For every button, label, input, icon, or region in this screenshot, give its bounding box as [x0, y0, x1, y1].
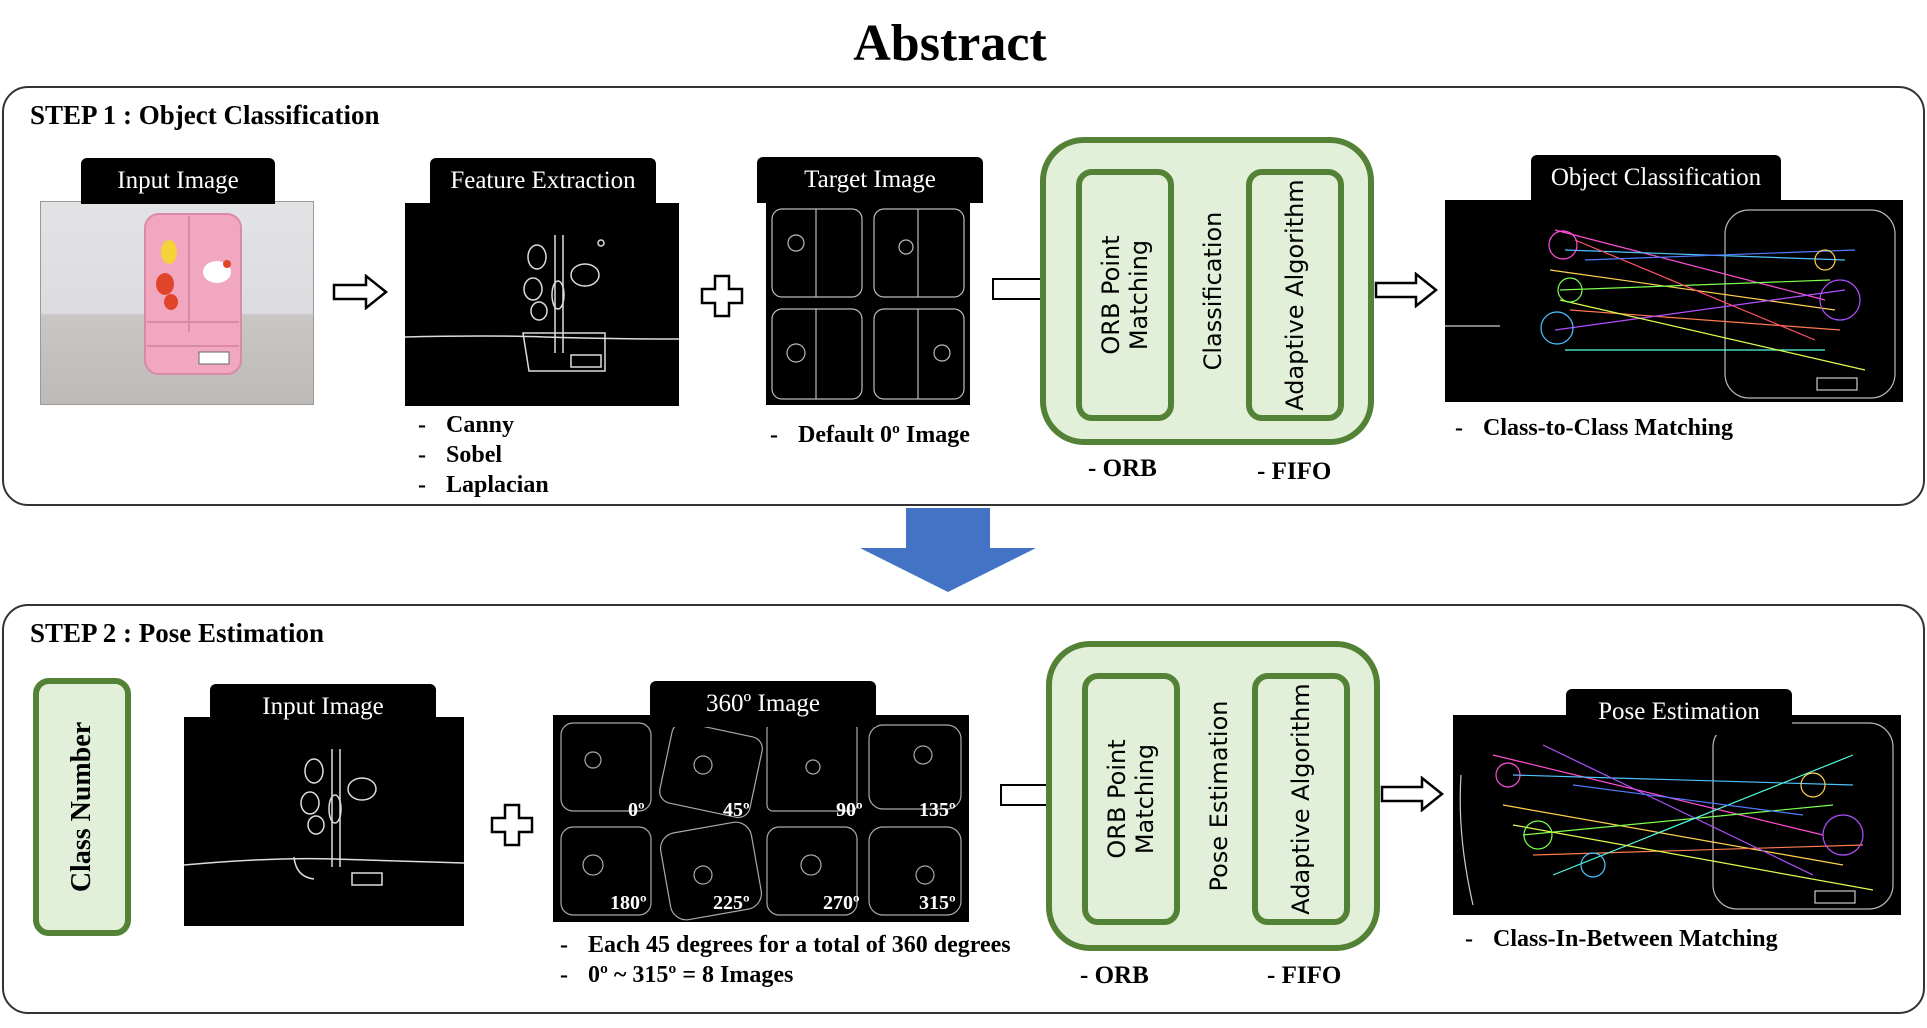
step2-views-bullets: Each 45 degrees for a total of 360 degre…	[560, 930, 1011, 990]
angle-135: 135º	[919, 799, 956, 821]
step1-orb-box: ORB Point Matching	[1076, 169, 1174, 421]
bullet-8-images: 0º ~ 315º = 8 Images	[560, 960, 1011, 990]
step2-title: STEP 2 : Pose Estimation	[30, 618, 325, 648]
bullet-default-image: Default 0º Image	[770, 420, 970, 450]
step2-input-tab: Input Image	[210, 684, 436, 730]
step2-orb-box: ORB Point Matching	[1082, 673, 1180, 925]
step2-class-number-box: Class Number	[33, 678, 131, 936]
step1-orb-label: ORB Point Matching	[1097, 235, 1153, 355]
step2-orb-label: ORB Point Matching	[1103, 739, 1159, 859]
step2-result-bullets: Class-In-Between Matching	[1465, 924, 1778, 954]
step1-arrow-2	[1374, 272, 1438, 308]
step1-classification-box: ORB Point Matching Classification Adapti…	[1040, 137, 1374, 445]
step2-connector-arrow	[1000, 784, 1050, 806]
step2-center-label: Pose Estimation	[1205, 700, 1233, 892]
angle-180: 180º	[610, 892, 647, 914]
step1-adaptive-box: Adaptive Algorithm	[1246, 169, 1344, 421]
angle-90: 90º	[836, 799, 863, 821]
angle-225: 225º	[713, 892, 750, 914]
step1-result-tab: Object Classification	[1531, 155, 1781, 201]
angle-315: 315º	[919, 892, 956, 914]
step1-feature-image	[405, 203, 679, 406]
step2-fifo-note: - FIFO	[1267, 962, 1342, 989]
step1-feature-tab: Feature Extraction	[430, 158, 656, 204]
step2-result-tab: Pose Estimation	[1566, 689, 1792, 735]
step1-feature-bullets: Canny Sobel Laplacian	[418, 410, 549, 500]
step1-connector-arrow	[992, 278, 1042, 300]
step1-title: STEP 1 : Object Classification	[30, 100, 380, 130]
down-arrow	[858, 508, 1038, 599]
step2-views-tab: 360º Image	[650, 681, 876, 727]
step1-fifo-note: - FIFO	[1257, 458, 1332, 485]
step2-input-image	[184, 717, 464, 926]
step2-pose-box: ORB Point Matching Pose Estimation Adapt…	[1046, 641, 1380, 951]
toy-fridge-illustration	[144, 213, 242, 375]
step2-plus	[490, 803, 534, 847]
angle-270: 270º	[823, 892, 860, 914]
step2-class-number-label: Class Number	[66, 721, 97, 893]
step2-views-grid: 0º 45º 90º 135º 180º 225º 270º 315º	[553, 715, 969, 922]
step2-adaptive-label: Adaptive Algorithm	[1287, 683, 1315, 915]
step2-arrow	[1380, 776, 1444, 812]
step1-result-image	[1445, 200, 1903, 402]
bullet-canny: Canny	[418, 410, 549, 440]
step1-target-tab: Target Image	[757, 157, 983, 203]
step2-adaptive-box: Adaptive Algorithm	[1252, 673, 1350, 925]
step1-target-bullets: Default 0º Image	[770, 420, 970, 450]
step2-result-image	[1453, 715, 1901, 915]
angle-45: 45º	[723, 799, 750, 821]
step1-adaptive-label: Adaptive Algorithm	[1281, 179, 1309, 411]
step1-result-bullets: Class-to-Class Matching	[1455, 413, 1733, 443]
angle-0: 0º	[628, 799, 645, 821]
bullet-class-to-class: Class-to-Class Matching	[1455, 413, 1733, 443]
bullet-class-in-between: Class-In-Between Matching	[1465, 924, 1778, 954]
step1-orb-note: - ORB	[1088, 455, 1157, 482]
step1-input-tab: Input Image	[81, 158, 275, 204]
step1-arrow-1	[332, 274, 388, 310]
bullet-each-45-degrees: Each 45 degrees for a total of 360 degre…	[560, 930, 1011, 960]
step1-center-label: Classification	[1199, 211, 1227, 371]
bullet-laplacian: Laplacian	[418, 470, 549, 500]
step2-orb-note: - ORB	[1080, 962, 1149, 989]
step1-target-image	[766, 203, 970, 405]
step1-input-photo	[40, 201, 314, 405]
page-title: Abstract	[853, 15, 1047, 72]
step1-plus	[700, 274, 744, 318]
bullet-sobel: Sobel	[418, 440, 549, 470]
